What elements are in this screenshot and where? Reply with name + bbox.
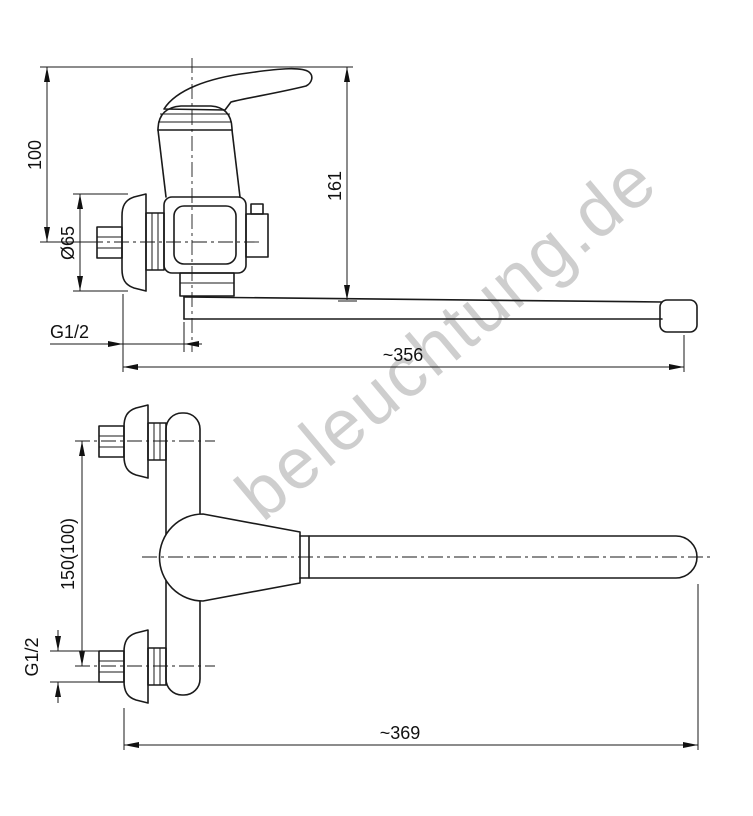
dim-connection-spacing: 150(100): [58, 518, 78, 590]
dim-spout-reach: ~356: [383, 345, 424, 365]
wall-connection: [96, 193, 165, 292]
spout-union-nut: [179, 272, 235, 297]
center-lines-plan: [75, 440, 712, 667]
dim-thread-bottom: G1/2: [22, 637, 42, 676]
dim-thread-top: G1/2: [50, 322, 89, 342]
dim-height-161: 161: [325, 171, 345, 201]
hex-nut: [98, 425, 125, 458]
escutcheon-flange: [123, 404, 149, 479]
spout-plan: [158, 513, 698, 602]
faucet-body: [157, 129, 269, 297]
diverter-knob: [245, 213, 269, 258]
eccentric-nut: [147, 647, 167, 686]
dimensions-side: 100 Ø65 161 G1/2 ~356: [25, 66, 685, 372]
spout-outlet: [659, 299, 698, 333]
wall-connection-lower: [98, 629, 167, 704]
watermark: beleuchtung.de: [222, 140, 672, 536]
dim-flange-diameter: Ø65: [58, 226, 78, 260]
escutcheon-flange: [123, 629, 149, 704]
watermark-text: beleuchtung.de: [222, 140, 672, 536]
plan-view: 150(100) G1/2 ~369: [22, 404, 712, 750]
dim-height-100: 100: [25, 140, 45, 170]
hex-nut: [96, 226, 123, 259]
eccentric-nut: [147, 422, 167, 461]
spout-pivot: [158, 513, 301, 602]
dim-overall-length: ~369: [380, 723, 421, 743]
eccentric-nut: [145, 212, 165, 271]
side-view: 100 Ø65 161 G1/2 ~356: [25, 58, 698, 372]
center-lines-side: [88, 58, 260, 352]
faucet-lever-handle: [157, 67, 313, 131]
spout: [183, 296, 698, 333]
wall-connection-upper: [98, 404, 167, 479]
escutcheon-flange: [121, 193, 147, 292]
hex-nut: [98, 650, 125, 683]
dimensions-plan: 150(100) G1/2 ~369: [22, 441, 699, 750]
